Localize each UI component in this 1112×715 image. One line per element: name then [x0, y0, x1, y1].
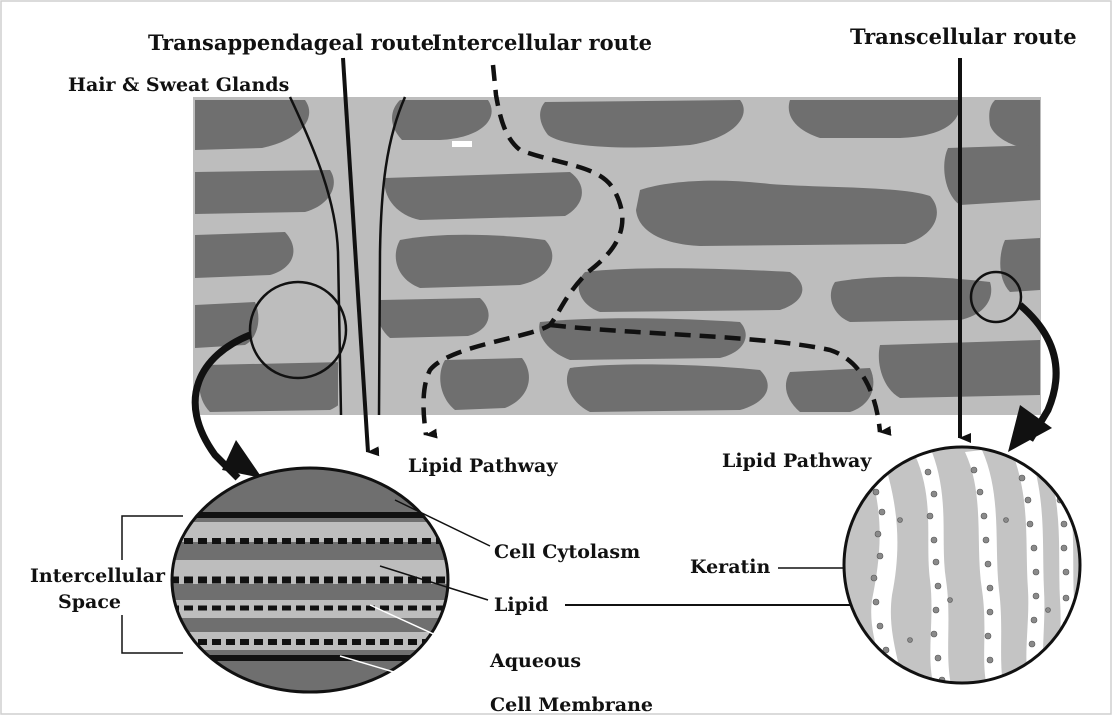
corneocyte — [567, 364, 768, 412]
stratum-corneum-block — [193, 97, 1041, 415]
hair-sweat-glands-label: Hair & Sweat Glands — [68, 74, 289, 96]
corneocyte — [579, 268, 803, 312]
corneocyte — [786, 368, 873, 412]
intercellular-route-label: Intercellular route — [432, 30, 652, 55]
highlight-mark — [452, 141, 472, 147]
cell-membrane-label: Cell Membrane — [490, 694, 653, 715]
lipid-pathway-left-label: Lipid Pathway — [408, 455, 558, 477]
lipid-label: Lipid — [494, 594, 548, 616]
corneocyte — [831, 277, 991, 322]
corneocyte — [195, 232, 293, 278]
corneocyte — [396, 235, 553, 288]
cell-cytolasm-label: Cell Cytolasm — [494, 541, 640, 563]
corneocyte — [195, 302, 258, 348]
corneocyte — [539, 318, 745, 360]
corneocyte — [377, 298, 488, 338]
intercellular-space-label-line1: Intercellular — [30, 565, 166, 587]
corneocyte — [199, 362, 351, 412]
lipid-lamellae-zoom — [170, 465, 450, 695]
lipid-pathway-right-label: Lipid Pathway — [722, 450, 872, 472]
cell-membrane-band — [170, 512, 450, 518]
transcellular-route-label: Transcellular route — [850, 24, 1077, 49]
corneocyte — [195, 170, 334, 214]
intercellular-space-label-line2: Space — [58, 591, 121, 613]
keratin-label: Keratin — [690, 556, 771, 578]
corneocyte — [385, 172, 582, 220]
corneocyte — [636, 181, 937, 246]
aqueous-label: Aqueous — [489, 650, 581, 672]
appendage-channel — [338, 97, 380, 415]
keratin-zoom — [840, 445, 1085, 690]
corneocyte — [1000, 238, 1040, 292]
transappendageal-route-label: Transappendageal route — [148, 30, 434, 55]
corneocyte — [789, 100, 960, 138]
